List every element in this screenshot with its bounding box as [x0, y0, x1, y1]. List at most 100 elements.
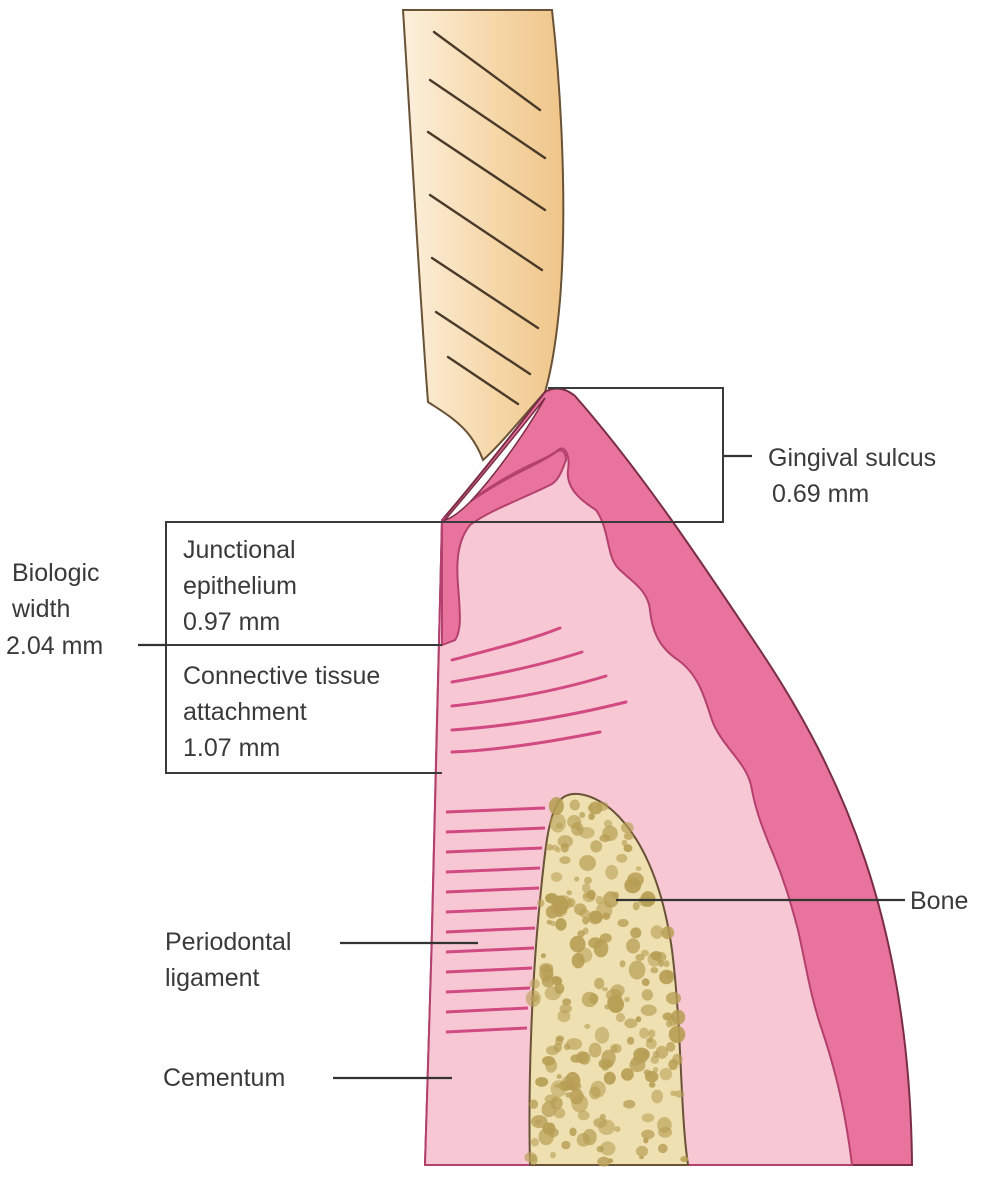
bone-pore: [576, 826, 582, 831]
bone-pore: [550, 921, 556, 926]
bone-pore: [567, 898, 575, 907]
bone-pore: [630, 927, 641, 938]
bone-pore: [559, 856, 570, 864]
bone-pore: [653, 1067, 658, 1073]
cementum-label: Cementum: [163, 1064, 285, 1092]
bone-pore: [646, 1039, 657, 1050]
bone-pore: [553, 1043, 562, 1052]
bone-pore: [650, 967, 658, 973]
bone-pore: [600, 1141, 616, 1155]
bone-pore: [554, 1108, 565, 1119]
bone-pore: [604, 1072, 616, 1085]
bone-pore: [621, 822, 634, 833]
bone-pore: [589, 1043, 602, 1058]
bone-pore: [590, 1081, 605, 1098]
bone-pore: [529, 979, 539, 989]
bone-pore: [542, 975, 555, 987]
bone-pore: [529, 1155, 538, 1165]
bone-pore: [643, 1050, 650, 1057]
junctional-epithelium-label-line2: epithelium: [183, 572, 297, 600]
periodontal-ligament-label-line1: Periodontal: [165, 928, 291, 956]
bone-pore: [560, 1004, 572, 1013]
bone-pore: [649, 1082, 656, 1088]
bone-pore: [537, 899, 544, 907]
bone-pore: [670, 1091, 676, 1096]
bone-pore: [671, 1010, 685, 1025]
bone-pore: [641, 950, 649, 957]
bone-pore: [633, 902, 640, 910]
bone-pore: [541, 953, 546, 958]
bone-pore: [551, 845, 558, 851]
bone-pore: [626, 938, 640, 953]
bone-pore: [551, 1097, 563, 1110]
bone-pore: [642, 1113, 655, 1122]
bone-pore: [574, 876, 579, 881]
bone-pore: [588, 805, 595, 810]
bone-pore: [636, 866, 642, 871]
bone-pore: [666, 1020, 673, 1027]
bone-pore: [566, 1038, 582, 1050]
bone-pore: [556, 823, 563, 829]
biologic-width-label-line1: Biologic: [12, 559, 100, 587]
bone-pore: [576, 1051, 588, 1063]
bone-pore: [621, 1068, 634, 1081]
bone-pore: [556, 1036, 564, 1042]
bone-pore: [624, 832, 634, 839]
bone-pore: [555, 918, 566, 931]
enamel-shape: [403, 10, 563, 460]
bone-pore: [535, 1077, 548, 1087]
bone-pore: [624, 878, 641, 894]
junctional-epithelium-label-line1: Junctional: [183, 536, 296, 564]
bone-pore: [616, 854, 627, 863]
bone-pore: [599, 1059, 614, 1069]
bone-pore: [672, 1054, 682, 1065]
bone-pore: [658, 1144, 668, 1153]
bone-pore: [583, 1129, 597, 1145]
bone-pore: [654, 952, 666, 962]
bone-pore: [631, 1057, 641, 1066]
bone-pore: [565, 1092, 572, 1098]
bone-pore: [570, 1089, 584, 1105]
bone-pore: [651, 1090, 663, 1104]
bone-pore: [608, 996, 624, 1013]
bone-pore: [596, 802, 608, 811]
bone-pore: [547, 1123, 555, 1130]
bone-pore: [659, 970, 674, 985]
bone-pore: [584, 877, 592, 884]
connective-tissue-value: 1.07 mm: [183, 734, 280, 762]
bone-pore: [578, 1110, 590, 1120]
bone-pore: [624, 1018, 637, 1028]
bone-pore: [616, 1013, 625, 1022]
bone-pore: [642, 989, 653, 1000]
bone-pore: [620, 960, 626, 967]
bone-pore: [542, 1056, 555, 1066]
bone-pore: [666, 992, 681, 1004]
bone-pore: [636, 1146, 648, 1157]
bone-pore: [648, 1029, 655, 1038]
bone-pore: [590, 911, 603, 923]
bone-pore: [549, 797, 564, 815]
bone-pore: [641, 1130, 654, 1140]
periodontal-ligament-label-line2: ligament: [165, 964, 260, 992]
bone-pore: [594, 940, 609, 958]
bone-pore: [611, 984, 625, 996]
bone-pore: [570, 800, 580, 811]
gingival-sulcus-label: Gingival sulcus: [768, 444, 936, 472]
bone-pore: [627, 1037, 634, 1045]
bone-pore: [545, 986, 562, 1000]
bone-pore: [618, 919, 629, 927]
bone-pore: [595, 1027, 609, 1044]
junctional-epithelium-value: 0.97 mm: [183, 608, 280, 636]
bone-pore: [570, 936, 586, 953]
biologic-width-value: 2.04 mm: [6, 632, 103, 660]
connective-tissue-label-line2: attachment: [183, 698, 307, 726]
bone-pore: [551, 872, 562, 882]
bone-pore: [590, 840, 602, 852]
gingival-sulcus-value: 0.69 mm: [772, 480, 869, 508]
bone-pore: [579, 855, 596, 871]
bone-pore: [550, 1152, 556, 1159]
bone-pore: [530, 995, 538, 1002]
bone-pore: [642, 978, 650, 986]
bone-pore: [531, 1138, 539, 1147]
